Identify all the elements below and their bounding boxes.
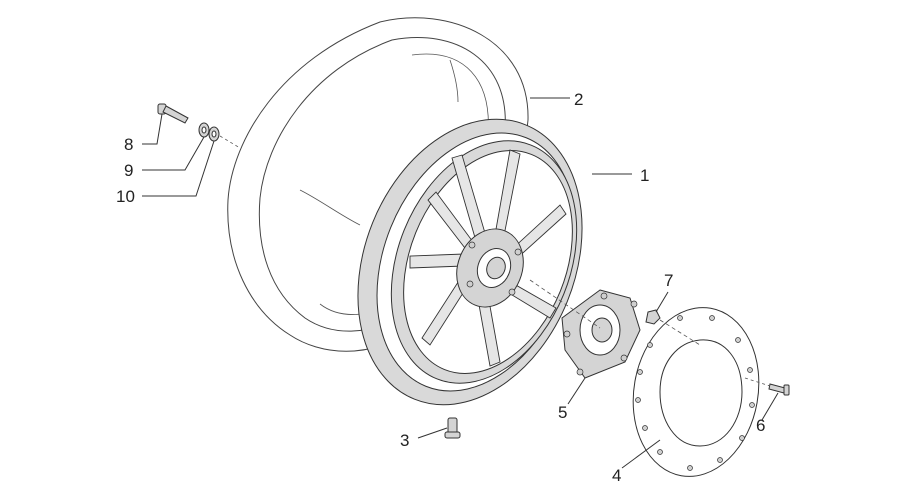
callout-2: 2 xyxy=(574,90,583,109)
flange-nut xyxy=(645,309,661,325)
callout-5: 5 xyxy=(558,403,567,422)
tyre-valve xyxy=(444,417,461,439)
callout-10: 10 xyxy=(116,187,135,206)
callout-1: 1 xyxy=(640,166,649,185)
disc-flange xyxy=(561,289,641,379)
disc-screw xyxy=(768,383,790,396)
brake-disc xyxy=(632,307,760,477)
washer-9 xyxy=(198,122,210,138)
callout-6: 6 xyxy=(756,416,765,435)
rim xyxy=(357,118,583,406)
washer-10 xyxy=(208,126,220,142)
callout-7: 7 xyxy=(664,271,673,290)
callout-8: 8 xyxy=(124,135,133,154)
callout-4: 4 xyxy=(612,466,621,483)
callout-9: 9 xyxy=(124,161,133,180)
callout-3: 3 xyxy=(400,431,409,450)
leader-lines xyxy=(142,97,779,469)
axle-bolt xyxy=(157,103,189,124)
